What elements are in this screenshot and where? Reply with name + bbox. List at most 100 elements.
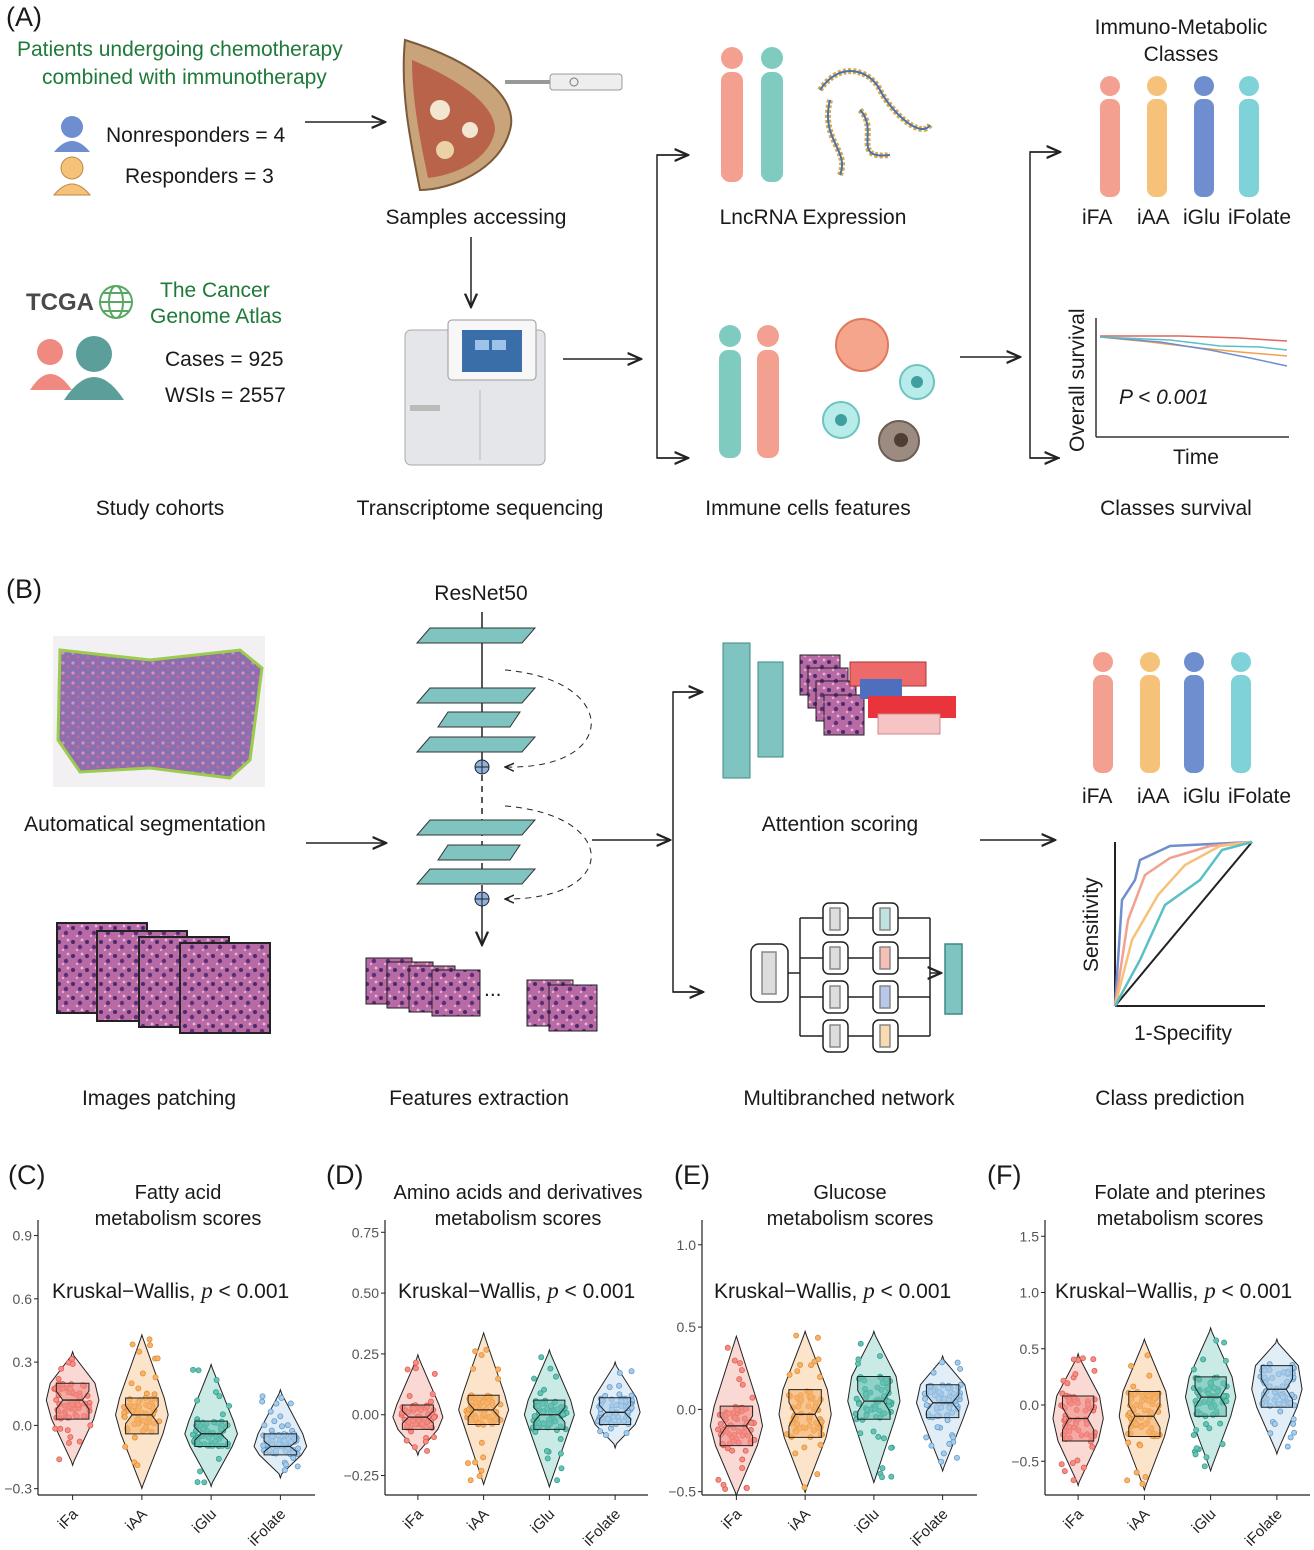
point-1-3-34 [628, 1368, 635, 1375]
point-2-0-61 [738, 1367, 745, 1374]
kruskal-value-2: < 0.001 [874, 1280, 952, 1303]
point-1-0-14 [412, 1359, 419, 1366]
point-2-2-7 [875, 1433, 882, 1440]
kruskal-annotation-3: Kruskal−Wallis, p < 0.001 [1055, 1278, 1292, 1304]
roc-plot [1113, 840, 1265, 1007]
violin-tag-1: (D) [326, 1160, 364, 1190]
wsi-thumbnail [53, 636, 265, 787]
box-1-3 [599, 1397, 632, 1425]
box-2-3 [925, 1384, 960, 1419]
point-0-1-20 [154, 1355, 161, 1362]
violin-title-0-line1: Fatty acid [134, 1182, 222, 1204]
point-0-2-69 [190, 1366, 196, 1373]
point-3-0-60 [1070, 1356, 1077, 1363]
cohort-title-2: combined with immunotherapy [42, 66, 327, 89]
point-3-0-63 [1091, 1367, 1098, 1374]
panel-b-tag: (B) [6, 574, 42, 604]
point-2-2-55 [857, 1430, 864, 1437]
xtick-label-0-0: iFa [55, 1505, 82, 1532]
ytick-label-3-4: −0.5 [1011, 1453, 1039, 1469]
point-1-1-31 [478, 1467, 485, 1474]
xtick-label-0-3: iFolate [245, 1506, 289, 1550]
point-0-3-68 [273, 1400, 280, 1407]
point-2-3-33 [953, 1454, 960, 1461]
kruskal-p-1: p [547, 1278, 559, 1303]
xtick-label-1-3: iFolate [580, 1506, 624, 1550]
kruskal-annotation-1: Kruskal−Wallis, p < 0.001 [398, 1278, 635, 1304]
point-1-2-65 [557, 1436, 564, 1442]
point-0-2-43 [219, 1411, 226, 1418]
ytick-label-1-3: 0.00 [352, 1407, 379, 1423]
point-0-2-7 [201, 1479, 208, 1486]
point-2-0-65 [748, 1420, 755, 1426]
point-0-1-55 [134, 1462, 141, 1469]
point-2-3-65 [957, 1366, 964, 1372]
km-plot [1095, 318, 1289, 438]
xtick-label-2-0: iFa [718, 1505, 745, 1532]
sequencer-machine [404, 319, 546, 466]
point-3-3-65 [1271, 1421, 1278, 1428]
point-0-0-39 [56, 1456, 63, 1463]
point-2-3-2 [923, 1434, 930, 1441]
ytick-label-0-4: −0.3 [4, 1481, 32, 1497]
point-3-3-25 [1267, 1430, 1274, 1437]
point-0-0-14 [76, 1438, 83, 1445]
kruskal-annotation-0: Kruskal−Wallis, p < 0.001 [52, 1278, 289, 1304]
point-0-1-58 [151, 1391, 158, 1398]
point-3-2-43 [1219, 1441, 1226, 1448]
point-0-3-16 [282, 1461, 289, 1468]
xtick-label-2-3: iFolate [908, 1506, 952, 1550]
step-label-immune-cells: Immune cells features [705, 497, 911, 520]
point-3-1-62 [1125, 1439, 1132, 1446]
cohort-title-1: Patients undergoing chemotherapy [17, 38, 343, 61]
xtick-label-3-0: iFa [1060, 1505, 1087, 1532]
point-2-0-60 [715, 1476, 722, 1483]
feature-patches [365, 957, 598, 1032]
point-3-2-9 [1203, 1454, 1210, 1461]
point-3-0-21 [1080, 1464, 1087, 1471]
violin-tag-2: (E) [674, 1160, 710, 1190]
point-1-2-64 [541, 1386, 548, 1393]
ytick-label-2-2: 0.0 [677, 1401, 697, 1417]
attention-illustration [722, 642, 956, 779]
point-0-0-66 [87, 1422, 94, 1429]
point-0-1-25 [136, 1348, 143, 1355]
point-1-1-53 [472, 1459, 479, 1466]
kruskal-p-0: p [201, 1278, 213, 1303]
point-0-3-52 [281, 1467, 288, 1474]
point-2-3-25 [922, 1395, 928, 1402]
step-label-images-patching: Images patching [81, 1087, 237, 1110]
point-0-3-13 [279, 1423, 285, 1430]
point-2-0-51 [739, 1465, 746, 1472]
point-2-2-65 [879, 1474, 886, 1481]
point-0-0-38 [52, 1425, 59, 1432]
box-3-3 [1260, 1365, 1293, 1408]
point-2-2-50 [870, 1428, 877, 1435]
point-0-3-2 [278, 1394, 285, 1401]
point-1-0-51 [431, 1434, 437, 1441]
kruskal-value-0: < 0.001 [212, 1280, 290, 1303]
point-0-0-9 [66, 1439, 72, 1446]
kruskal-value-3: < 0.001 [1215, 1280, 1293, 1303]
point-2-1-31 [814, 1471, 821, 1478]
xtick-label-3-2: iGlu [1189, 1506, 1220, 1537]
multibranch-network [750, 902, 963, 1053]
cases-count: Cases = 925 [165, 348, 284, 371]
samples-label: Samples accessing [385, 206, 567, 229]
point-3-0-43 [1090, 1356, 1097, 1363]
point-2-0-64 [739, 1456, 746, 1463]
point-3-1-40 [1144, 1352, 1151, 1359]
ytick-label-0-2: 0.3 [13, 1354, 33, 1370]
point-1-3-15 [603, 1432, 609, 1439]
point-1-1-57 [472, 1348, 479, 1355]
point-0-1-35 [128, 1380, 135, 1387]
point-2-1-68 [801, 1484, 808, 1491]
point-0-3-5 [294, 1463, 301, 1470]
point-1-3-57 [616, 1391, 623, 1398]
point-1-2-21 [531, 1413, 538, 1420]
ytick-label-3-3: 0.0 [1020, 1397, 1040, 1413]
immune-people-icons [719, 325, 779, 458]
xtick-label-0-1: iAA [122, 1506, 151, 1535]
tcga-name-1: The Cancer [160, 279, 270, 302]
tcga-globe-icon [99, 285, 133, 319]
